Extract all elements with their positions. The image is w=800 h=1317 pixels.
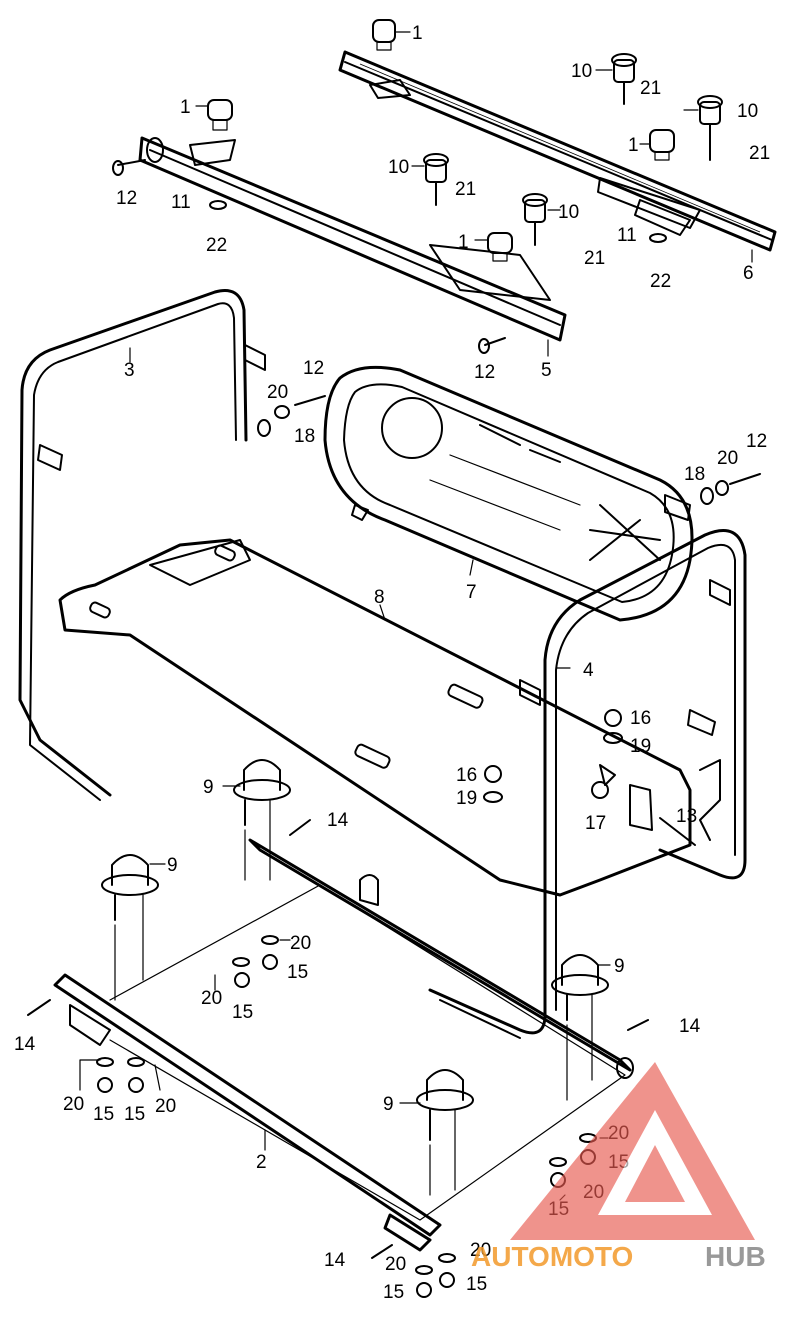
part-label: 20 — [201, 988, 222, 1009]
part-label: 17 — [585, 813, 606, 834]
part-label: 3 — [124, 360, 135, 381]
rubber-mount-b — [101, 854, 159, 1001]
part-label: 20 — [717, 448, 738, 469]
grommet-center — [487, 232, 513, 262]
part-label: 14 — [324, 1250, 346, 1271]
watermark-triangle-inner — [625, 1145, 685, 1202]
part-label: 14 — [679, 1016, 701, 1037]
part-label: 19 — [630, 736, 651, 757]
part-label: 20 — [63, 1094, 84, 1115]
part-label: 20 — [155, 1096, 176, 1117]
watermark-text-hub: HUB — [705, 1241, 766, 1272]
part-label: 1 — [628, 135, 639, 156]
part-label: 9 — [203, 777, 214, 798]
part-label: 10 — [558, 202, 579, 223]
part-label: 21 — [640, 78, 661, 99]
part-label: 1 — [412, 23, 423, 44]
part-label: 14 — [327, 810, 349, 831]
base-plate — [58, 538, 692, 897]
watermark-logo — [510, 1062, 755, 1240]
part-label: 11 — [171, 192, 191, 213]
part-label: 20 — [267, 382, 288, 403]
rubber-mount-a — [233, 759, 291, 881]
grommet-right — [649, 129, 675, 161]
grommet-top — [372, 19, 396, 51]
part-label: 5 — [541, 360, 552, 381]
mount-bolt-10b — [697, 95, 723, 161]
part-label: 16 — [456, 765, 477, 786]
mount-bolt-10c — [423, 153, 449, 206]
part-label: 1 — [458, 232, 469, 253]
part-label: 20 — [290, 933, 311, 954]
part-label: 7 — [466, 582, 477, 603]
part-label: 19 — [456, 788, 477, 809]
part-label: 10 — [737, 101, 758, 122]
part-label: 12 — [474, 362, 495, 383]
part-label: 1 — [180, 97, 191, 118]
part-label: 21 — [584, 248, 605, 269]
part-label: 9 — [383, 1094, 394, 1115]
mount-bolt-10a — [611, 53, 637, 105]
part-label: 15 — [124, 1104, 145, 1125]
part-number-labels: 1 1 1 1 10 10 10 10 21 21 21 21 12 11 22… — [14, 23, 770, 1303]
part-label: 21 — [749, 143, 770, 164]
grommet-left — [207, 99, 233, 131]
part-label: 15 — [287, 962, 308, 983]
part-label: 15 — [383, 1282, 404, 1303]
rubber-mount-c — [551, 954, 609, 1101]
part-label: 9 — [167, 855, 178, 876]
part-label: 6 — [743, 263, 754, 284]
frame-left-loop — [18, 289, 266, 801]
part-label: 12 — [303, 358, 324, 379]
part-label: 10 — [571, 61, 592, 82]
part-label: 15 — [93, 1104, 114, 1125]
part-label: 18 — [684, 464, 705, 485]
part-label: 20 — [385, 1254, 406, 1275]
frame-right-loop — [428, 529, 747, 1039]
part-label: 22 — [206, 235, 227, 256]
part-label: 20 — [470, 1240, 491, 1261]
rubber-mount-d — [416, 1069, 474, 1196]
part-label: 13 — [676, 806, 697, 827]
watermark-text-automoto: AUTOMOTO — [471, 1241, 633, 1272]
part-label: 10 — [388, 157, 409, 178]
top-rail-right — [338, 50, 777, 252]
part-label: 15 — [232, 1002, 253, 1023]
part-label: 11 — [617, 225, 637, 246]
part-label: 15 — [466, 1274, 487, 1295]
part-label: 12 — [746, 431, 767, 452]
part-label: 14 — [14, 1034, 36, 1055]
part-label: 2 — [256, 1152, 267, 1173]
part-label: 8 — [374, 587, 385, 608]
part-label: 18 — [294, 426, 315, 447]
part-label: 16 — [630, 708, 651, 729]
part-label: 4 — [583, 660, 594, 681]
part-label: 9 — [614, 956, 625, 977]
battery-cover — [323, 365, 694, 622]
part-label: 12 — [116, 188, 137, 209]
bottom-mount-tray — [53, 838, 634, 1252]
watermark-text: AUTOMOTO HUB — [471, 1241, 766, 1272]
top-rail-left — [138, 136, 567, 342]
mount-bolt-10d — [522, 193, 548, 246]
part-label: 22 — [650, 271, 671, 292]
part-label: 21 — [455, 179, 476, 200]
